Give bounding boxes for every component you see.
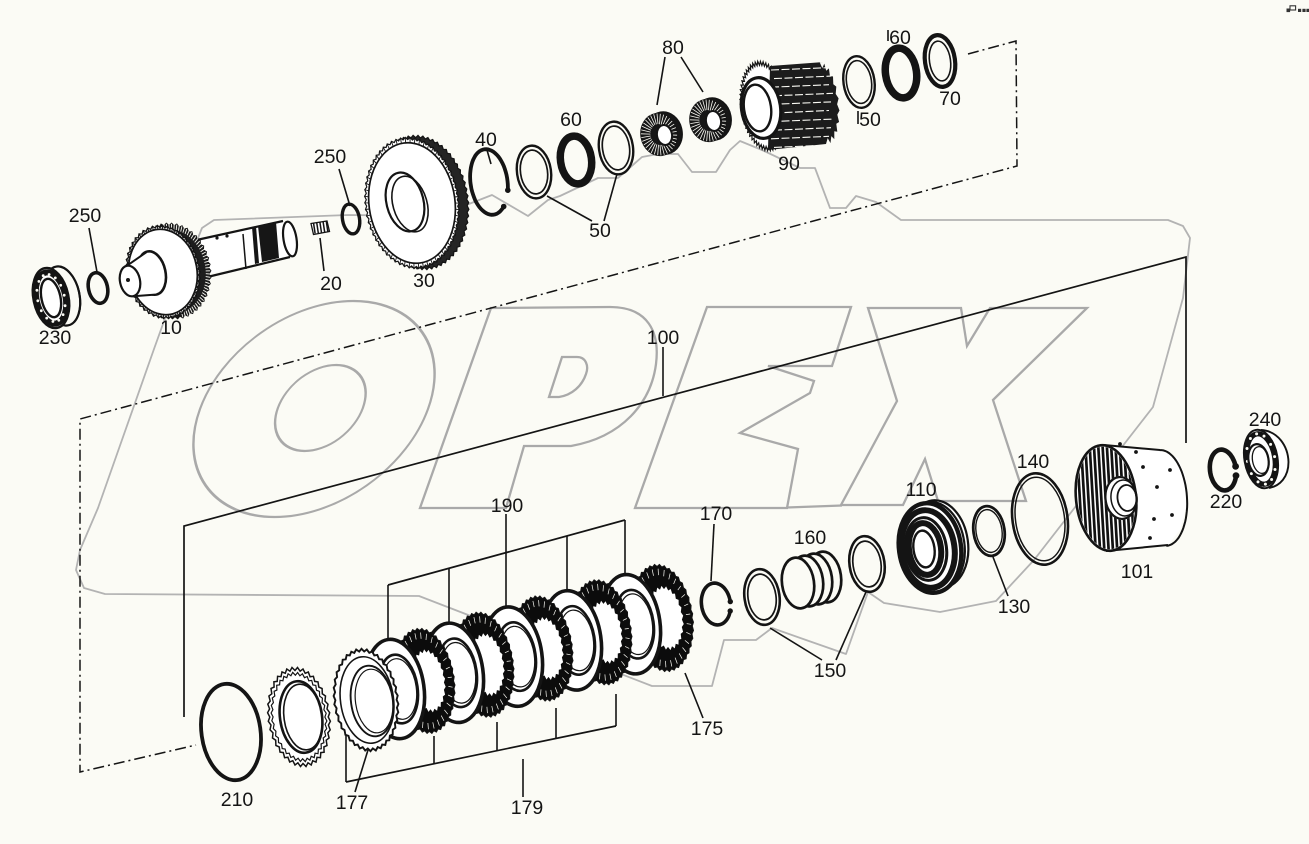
svg-text:210: 210: [221, 789, 254, 811]
svg-text:10: 10: [160, 317, 182, 339]
svg-text:70: 70: [939, 88, 961, 110]
svg-text:60: 60: [889, 27, 911, 49]
svg-text:160: 160: [794, 527, 827, 549]
svg-text:177: 177: [336, 792, 369, 814]
svg-text:80: 80: [662, 37, 684, 59]
svg-text:130: 130: [998, 596, 1031, 618]
svg-text:140: 140: [1017, 451, 1050, 473]
svg-text:220: 220: [1210, 491, 1243, 513]
svg-text:170: 170: [700, 503, 733, 525]
svg-text:50: 50: [589, 220, 611, 242]
svg-text:101: 101: [1121, 561, 1154, 583]
svg-text:50: 50: [859, 109, 881, 131]
svg-text:30: 30: [413, 270, 435, 292]
svg-text:110: 110: [905, 479, 936, 501]
svg-text:175: 175: [691, 718, 724, 740]
svg-text:150: 150: [814, 660, 847, 682]
svg-text:240: 240: [1249, 409, 1282, 431]
svg-text:90: 90: [778, 153, 800, 175]
svg-text:250: 250: [314, 146, 347, 168]
svg-text:60: 60: [560, 109, 582, 131]
svg-text:40: 40: [475, 129, 497, 151]
svg-text:230: 230: [39, 327, 72, 349]
svg-text:179: 179: [511, 797, 544, 819]
svg-text:20: 20: [320, 273, 342, 295]
svg-text:190: 190: [491, 495, 524, 517]
svg-text:250: 250: [69, 205, 102, 227]
svg-text:100: 100: [647, 327, 680, 349]
